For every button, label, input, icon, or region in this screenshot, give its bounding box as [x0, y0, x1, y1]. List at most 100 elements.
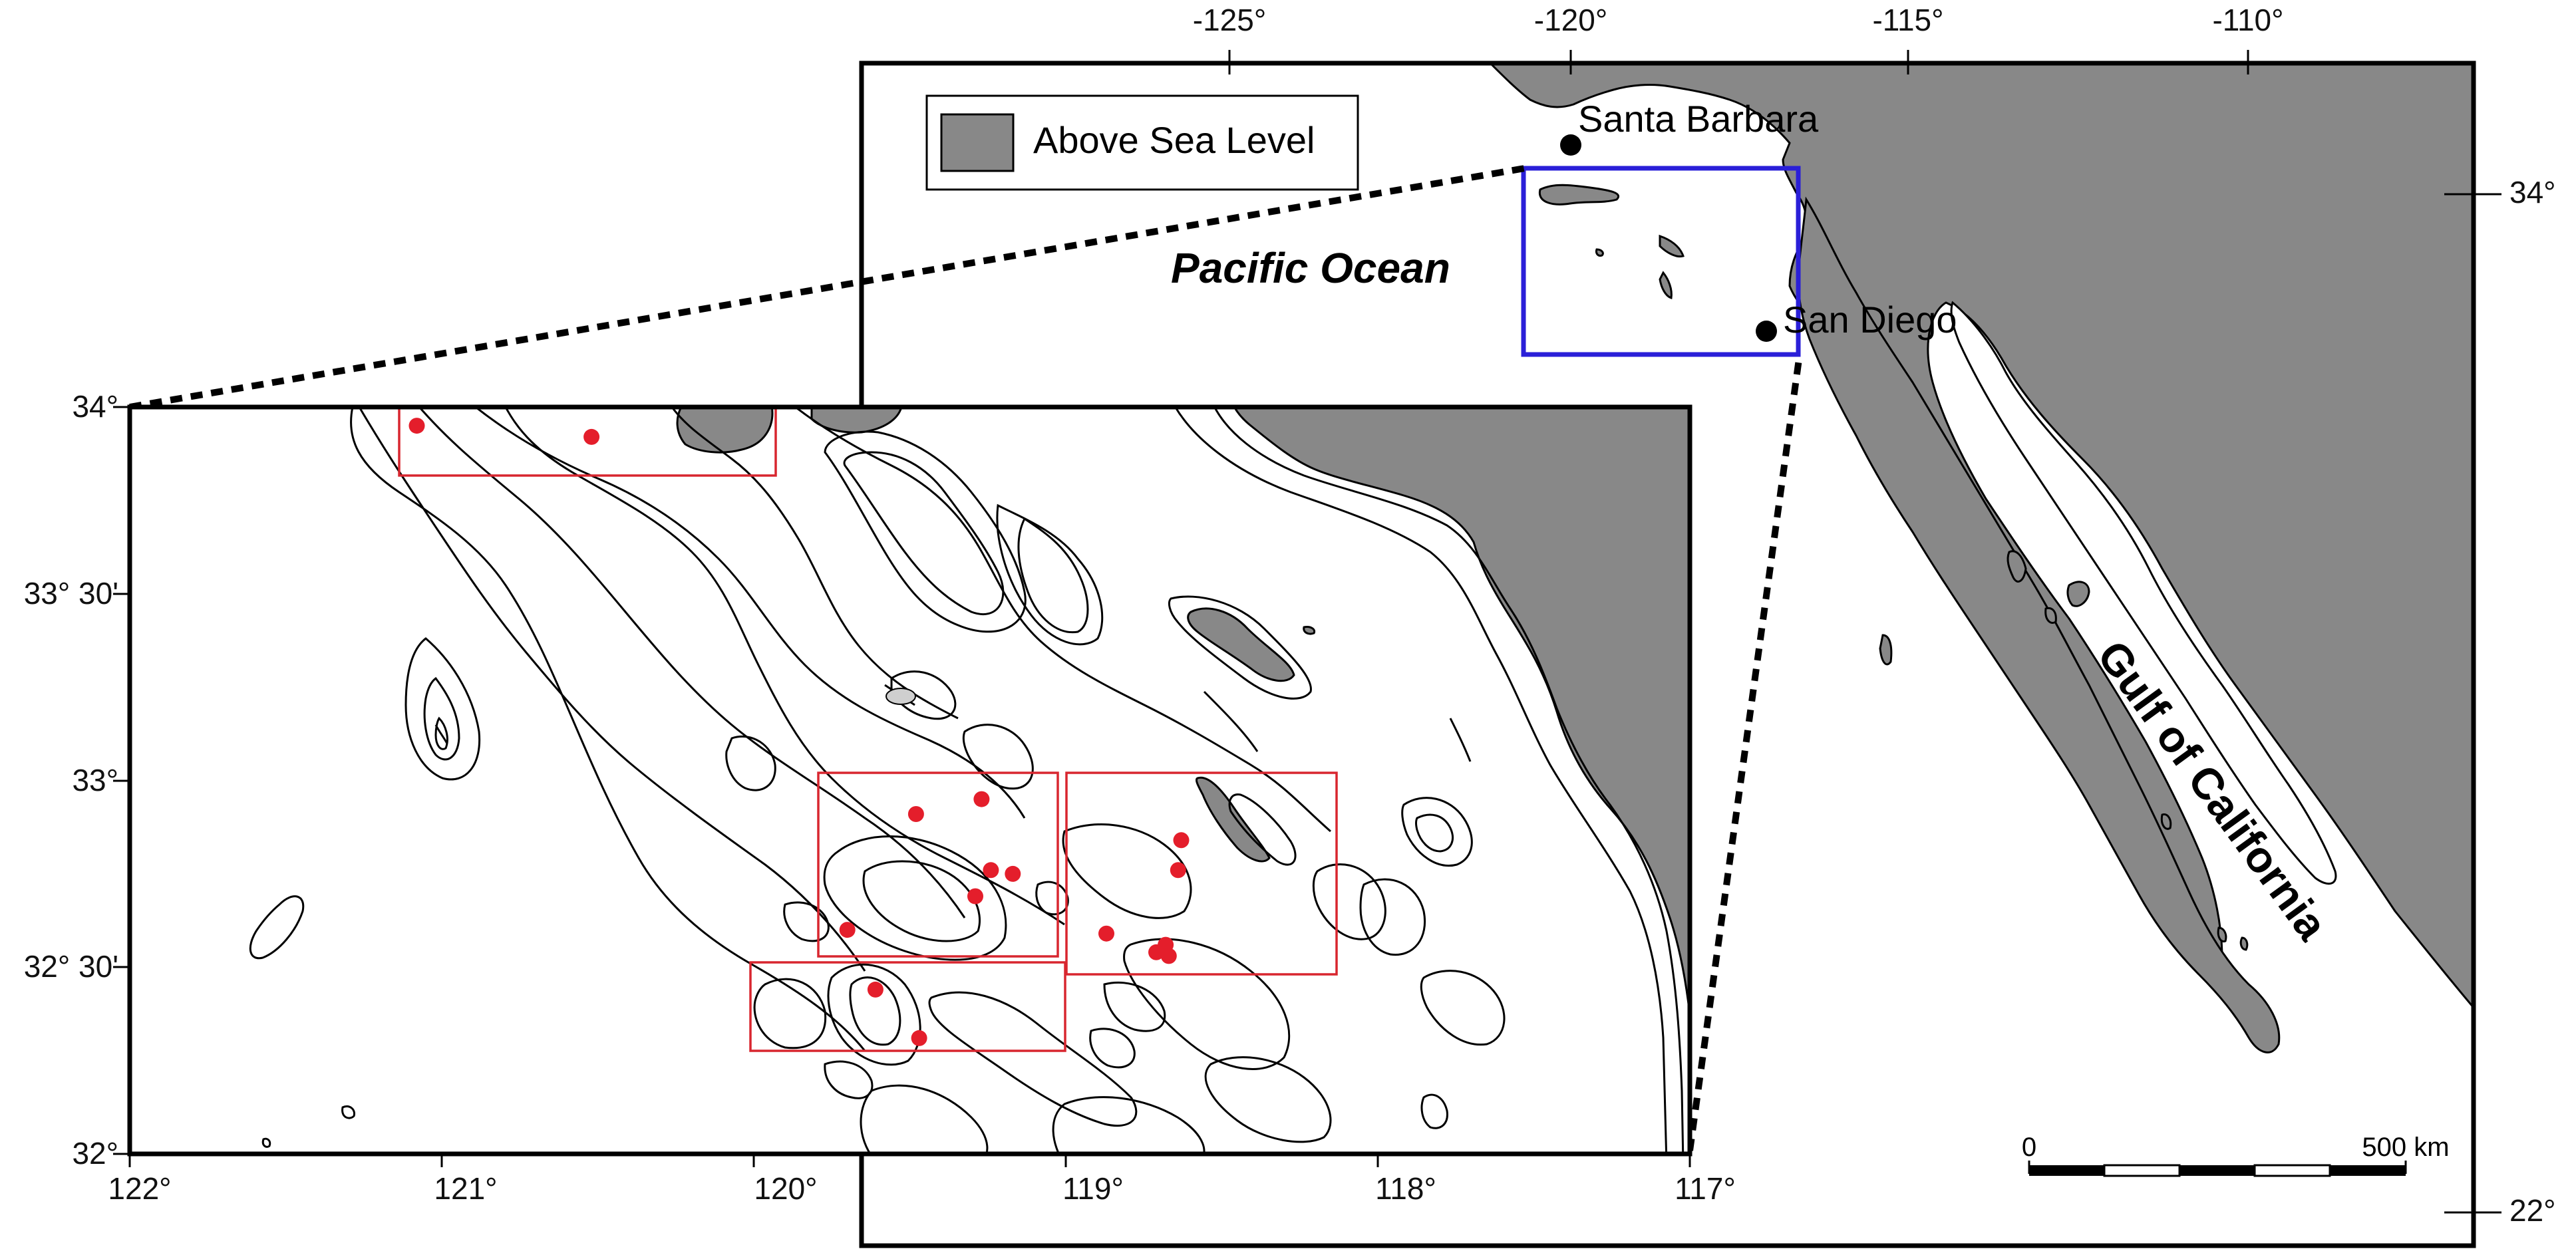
sample-area-box [749, 961, 1066, 1052]
overview-lat-tick-label: 34° [2509, 175, 2556, 209]
baja-california-land [1797, 196, 2281, 1053]
contour-line [1359, 878, 1426, 956]
overview-lon-tick-label: -115° [1872, 3, 1943, 37]
gulf-island-south-3 [2239, 936, 2249, 951]
overview-latitude-axis: 34° 22° [2444, 175, 2556, 1228]
contour-line [1228, 793, 1297, 866]
scale-bar-segment [2103, 1164, 2181, 1177]
sample-point [839, 922, 856, 938]
sample-area-box [398, 407, 777, 477]
detail-map-background [130, 407, 1690, 1154]
santa-catalina-island [1659, 234, 1685, 258]
detail-lat-tick-label: 33° [72, 763, 118, 797]
contour-line [862, 860, 981, 942]
contour-line [1401, 797, 1473, 867]
sample-area-boxes [398, 407, 1338, 1052]
legend-label: Above Sea Level [1033, 119, 1315, 161]
contour-line [962, 724, 1034, 790]
detail-island-santa-cruz [676, 407, 774, 454]
scale-bar-segment [2029, 1165, 2104, 1176]
detail-longitude-axis: 122° 121° 120° 119° 118° 117° [108, 1154, 1736, 1206]
detail-island-santa-catalina [1187, 607, 1295, 682]
gulf-island-small [2044, 607, 2057, 624]
sample-point [408, 418, 425, 434]
gulf-island-south-1 [2160, 813, 2172, 830]
contour-line [824, 1060, 874, 1099]
detail-map: 122° 121° 120° 119° 118° 117° 34° 33° 30… [24, 389, 1736, 1206]
sample-point [1148, 944, 1164, 960]
contour-line [418, 407, 966, 918]
contour-line [783, 901, 830, 942]
legend: Above Sea Level [925, 94, 1359, 191]
detail-lat-tick-label: 34° [72, 389, 118, 424]
contour-line [1052, 1096, 1206, 1154]
zoom-connector-lower [1687, 354, 1803, 1151]
overview-lon-tick-label: -125° [1193, 3, 1266, 37]
sample-point [1098, 925, 1114, 942]
gulf-of-california-water [1950, 301, 2337, 885]
scale-bar-segment [2179, 1165, 2255, 1176]
sample-point [583, 428, 600, 445]
contour-line [434, 724, 448, 744]
sample-point [1173, 832, 1190, 849]
sample-point [967, 888, 983, 905]
detail-lon-tick-label: 117° [1675, 1171, 1736, 1206]
contour-line [404, 637, 481, 781]
sample-point [973, 791, 990, 807]
inset-locator-box [1521, 166, 1801, 357]
sample-point [1170, 862, 1186, 879]
sample-area-box [1065, 771, 1338, 976]
contour-line [504, 407, 1065, 926]
contour-line [261, 1137, 271, 1148]
place-santa-barbara: Santa Barbara [1560, 98, 1819, 156]
seamount-shoal [886, 688, 916, 705]
place-san-diego: San Diego [1756, 299, 1957, 342]
contour-line [1174, 407, 1668, 1154]
detail-lon-tick-label: 118° [1375, 1171, 1436, 1206]
contour-line [793, 407, 1331, 833]
sample-point [983, 862, 999, 879]
contour-line [996, 503, 1104, 646]
scale-bar-segment [2330, 1165, 2406, 1176]
cedros-island [1879, 634, 1893, 666]
santa-barbara-marker [1560, 134, 1581, 156]
contour-line [1168, 595, 1312, 700]
legend-swatch [940, 113, 1015, 172]
detail-lon-tick-label: 120° [754, 1171, 817, 1206]
contour-line [1312, 863, 1386, 940]
contour-line [928, 991, 1138, 1127]
contour-line [1035, 881, 1069, 916]
detail-lat-tick-label: 33° 30' [24, 576, 118, 611]
contour-line [860, 1084, 989, 1154]
contour-line [358, 407, 866, 972]
santa-barbara-label: Santa Barbara [1578, 98, 1819, 140]
san-clemente-island [1659, 271, 1673, 299]
contour-line [1203, 690, 1259, 752]
detail-map-content [249, 407, 1690, 1154]
detail-lat-tick-label: 32° [72, 1136, 118, 1171]
sample-point [911, 1030, 927, 1046]
contour-line [753, 978, 827, 1049]
sample-point [867, 981, 884, 998]
contour-line [1017, 517, 1089, 634]
contour-line [824, 430, 1027, 633]
overview-lon-tick-label: -120° [1534, 3, 1607, 37]
sample-point [1005, 865, 1021, 882]
contour-line [341, 1105, 356, 1119]
contour-line [249, 895, 305, 960]
contour-line [671, 407, 959, 720]
sample-area-box [817, 771, 1059, 958]
sample-point [907, 806, 924, 822]
small-island [1595, 248, 1604, 257]
contour-line [1213, 407, 1685, 1154]
contour-line [350, 407, 866, 1051]
scale-bar-segment [2253, 1164, 2331, 1177]
overview-lon-tick-label: -110° [2212, 3, 2283, 37]
san-diego-marker [1756, 321, 1777, 342]
scale-bar-start-label: 0 [2022, 1133, 2036, 1162]
contour-line [827, 963, 921, 1066]
sample-point [1160, 948, 1177, 964]
scale-bar-end-label: 500 km [2362, 1133, 2449, 1162]
